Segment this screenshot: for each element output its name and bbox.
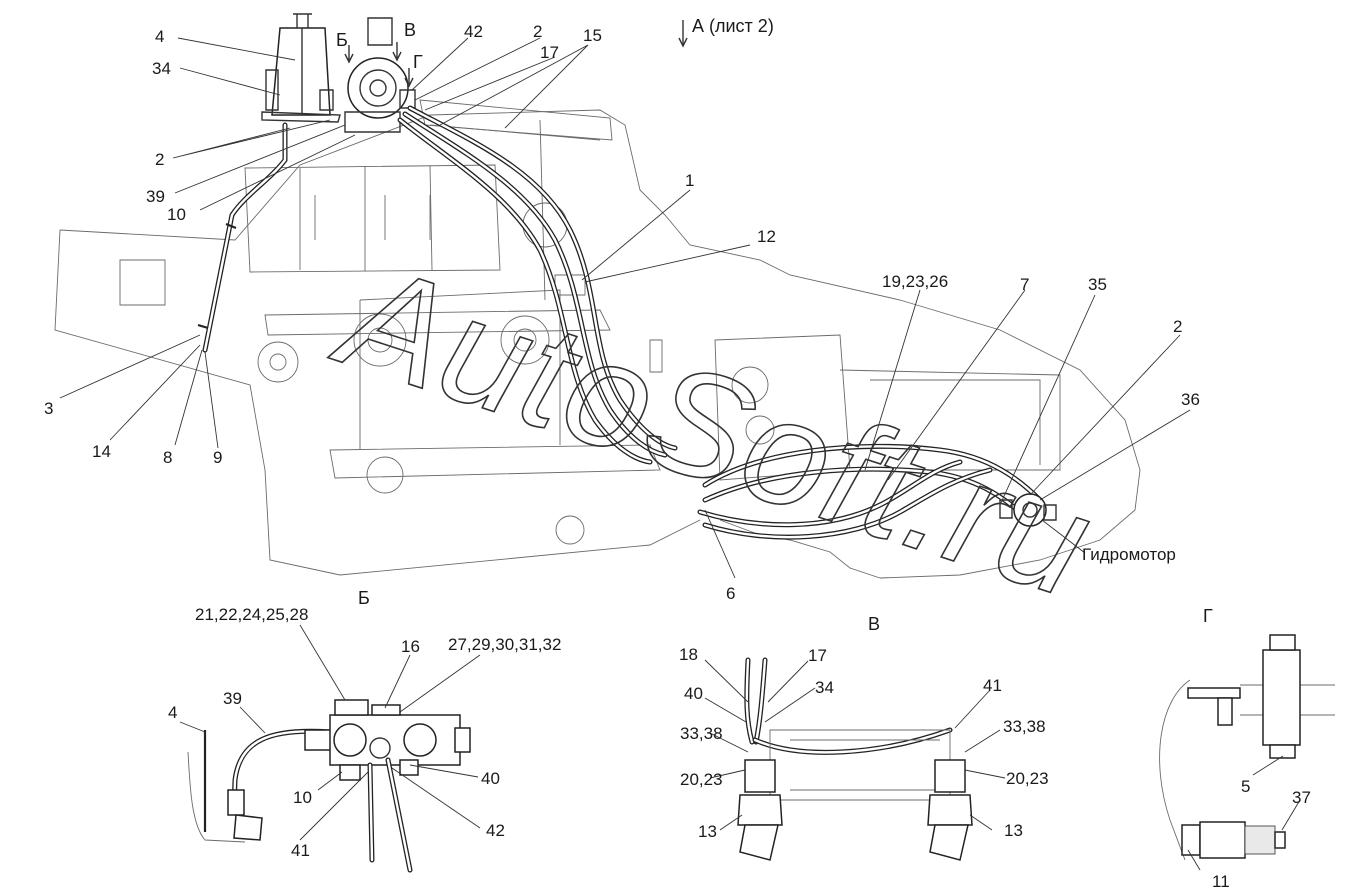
label-v-17: 17 xyxy=(808,646,827,665)
label-b-42: 42 xyxy=(486,821,505,840)
label-pos-7: 7 xyxy=(1020,275,1029,294)
hydraulic-motor xyxy=(999,493,1057,527)
label-v-41: 41 xyxy=(983,676,1002,695)
label-pos-36: 36 xyxy=(1181,390,1200,409)
detail-view-v xyxy=(737,657,973,861)
label-pos-39: 39 xyxy=(146,187,165,206)
label-g-11: 11 xyxy=(1212,872,1230,891)
label-b-39: 39 xyxy=(223,689,242,708)
label-pos-14: 14 xyxy=(92,442,111,461)
label-v-20-23: 20,23 xyxy=(1006,769,1049,788)
view-titles: А (лист 2) Б В Г Б В Г xyxy=(336,16,1213,634)
label-b-41: 41 xyxy=(291,841,310,860)
label-v-33-38: 33,38 xyxy=(680,724,723,743)
label-v-33-38: 33,38 xyxy=(1003,717,1046,736)
label-v-20-23: 20,23 xyxy=(680,770,723,789)
label-b-16: 16 xyxy=(401,637,420,656)
label-b-10: 10 xyxy=(293,788,312,807)
label-b-4: 4 xyxy=(168,703,177,722)
label-pos-1: 1 xyxy=(685,171,694,190)
detail-view-g xyxy=(1159,634,1335,861)
label-hydromotor: Гидромотор xyxy=(1082,545,1176,564)
label-v-40: 40 xyxy=(684,684,703,703)
view-a-title: А (лист 2) xyxy=(692,16,774,36)
label-pos-6: 6 xyxy=(726,584,735,603)
label-pos-2: 2 xyxy=(1173,317,1182,336)
label-pos-35: 35 xyxy=(1088,275,1107,294)
label-v-18: 18 xyxy=(679,645,698,664)
view-v-title: В xyxy=(868,614,880,634)
label-pos-42: 42 xyxy=(464,22,483,41)
view-g-labels: 5 37 11 xyxy=(1212,777,1311,891)
label-pos-15: 15 xyxy=(583,26,602,45)
label-g-5: 5 xyxy=(1241,777,1250,796)
label-pos-2: 2 xyxy=(533,22,542,41)
label-pos-9: 9 xyxy=(213,448,222,467)
hose-bundle-motor xyxy=(697,443,1043,540)
label-pos-19-23-26: 19,23,26 xyxy=(882,272,948,291)
view-v-labels: 18 17 40 34 41 33,38 33,38 20,23 20,23 1… xyxy=(679,645,1049,841)
label-b-21-22-24-25-28: 21,22,24,25,28 xyxy=(195,605,308,624)
watermark: AutoSoft.ru xyxy=(316,227,1112,630)
label-pos-2: 2 xyxy=(155,150,164,169)
main-view-labels: 4 34 42 2 17 15 2 39 10 1 12 19,23,26 7 … xyxy=(44,22,1200,603)
drain-hose-left xyxy=(197,122,288,353)
label-v-13: 13 xyxy=(698,822,717,841)
label-pos-17: 17 xyxy=(540,43,559,62)
label-b-27-29-30-31-32: 27,29,30,31,32 xyxy=(448,635,561,654)
hydraulic-tank xyxy=(261,13,341,123)
main-g-marker: Г xyxy=(413,52,423,72)
label-pos-10: 10 xyxy=(167,205,186,224)
view-b-labels: 21,22,24,25,28 16 27,29,30,31,32 4 39 10… xyxy=(168,605,561,860)
view-g-title: Г xyxy=(1203,606,1213,626)
label-g-37: 37 xyxy=(1292,788,1311,807)
label-pos-3: 3 xyxy=(44,399,53,418)
label-pos-8: 8 xyxy=(163,448,172,467)
label-pos-12: 12 xyxy=(757,227,776,246)
watermark-text: AutoSoft.ru xyxy=(317,228,1111,629)
leader-lines xyxy=(59,20,1301,871)
label-b-40: 40 xyxy=(481,769,500,788)
detail-view-b xyxy=(187,699,471,873)
main-b-marker: Б xyxy=(336,30,348,50)
label-pos-34: 34 xyxy=(152,59,171,78)
view-b-title: Б xyxy=(358,588,370,608)
main-v-marker: В xyxy=(404,20,416,40)
label-pos-4: 4 xyxy=(155,27,164,46)
label-v-34: 34 xyxy=(815,678,834,697)
label-v-13: 13 xyxy=(1004,821,1023,840)
